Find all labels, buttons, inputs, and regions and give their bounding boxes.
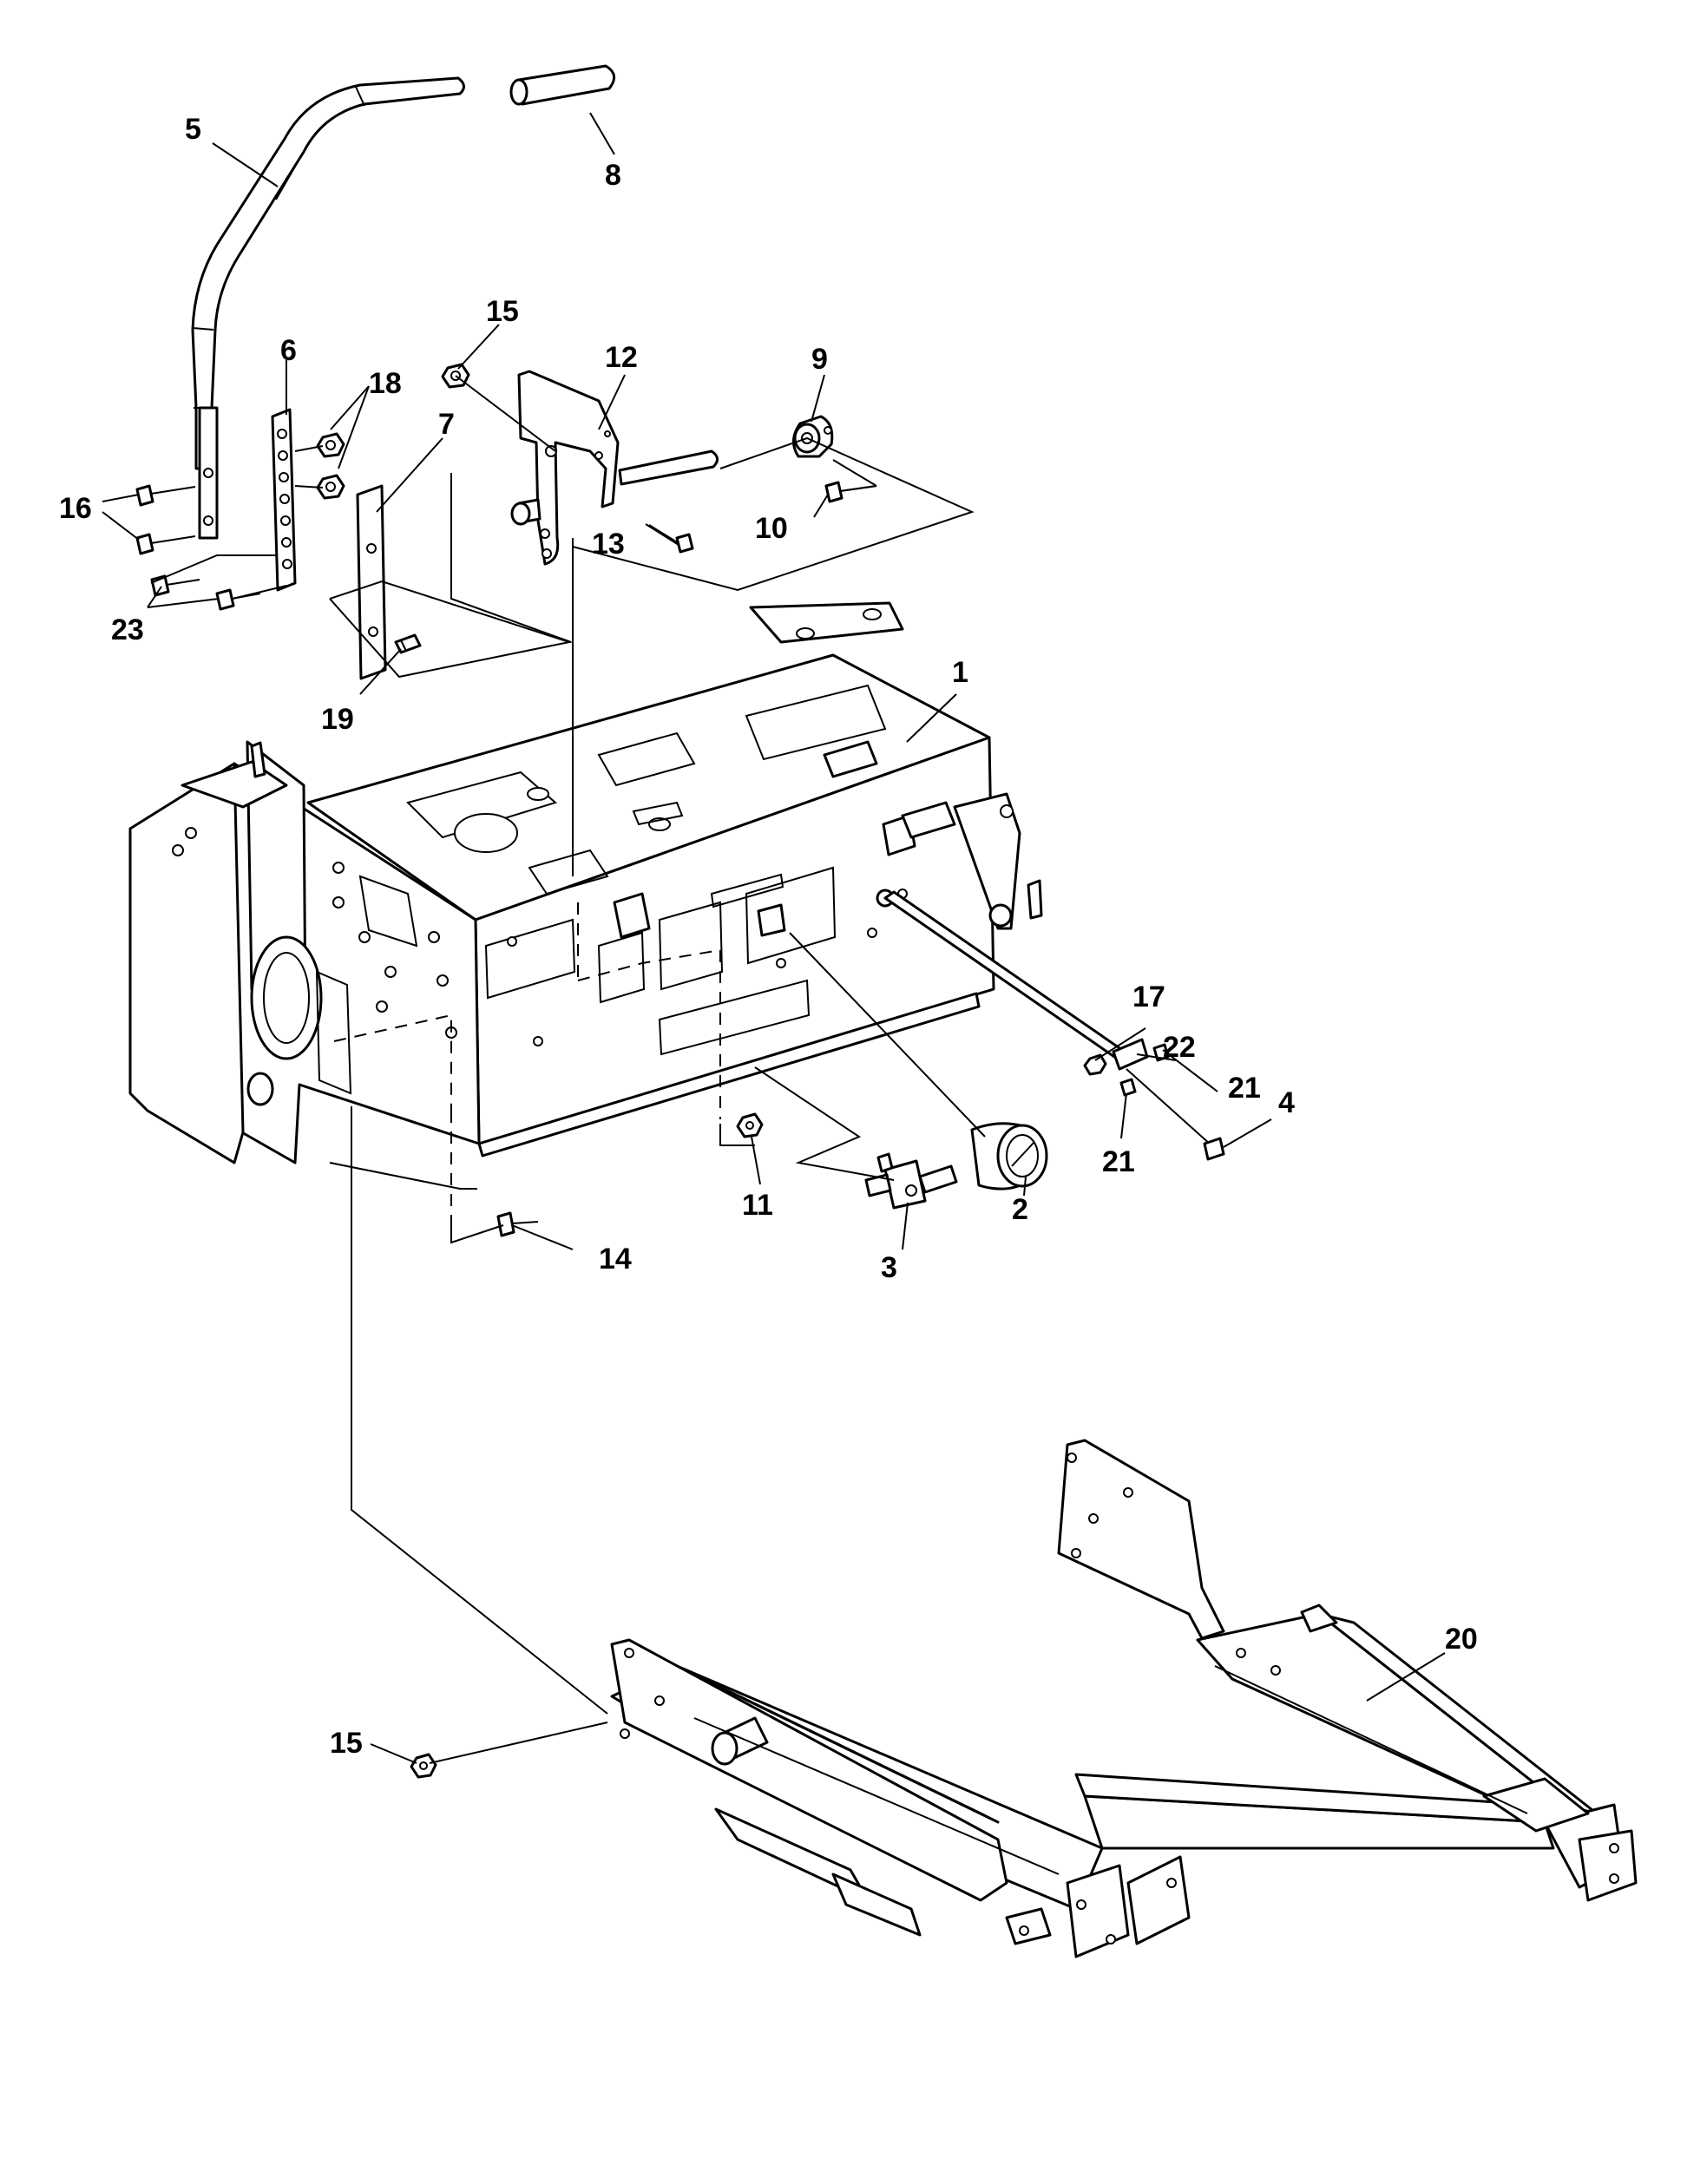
callout-20: 20	[1445, 1623, 1478, 1656]
callout-16: 16	[59, 492, 92, 525]
bolt-21b	[1119, 1078, 1137, 1097]
nut-15-bottom	[410, 1753, 437, 1779]
callout-17: 17	[1132, 981, 1165, 1013]
callout-10: 10	[755, 512, 788, 545]
part-22-plate	[1112, 1038, 1149, 1071]
part-9-bushing	[792, 415, 834, 458]
callout-3: 3	[881, 1251, 897, 1284]
part-6-strap	[271, 408, 297, 592]
part-8-grip	[509, 64, 616, 106]
bolt-4	[1203, 1137, 1225, 1161]
callout-19: 19	[321, 703, 354, 736]
bolt-13	[648, 524, 694, 554]
part-1-main-frame	[128, 601, 1043, 1164]
callout-6: 6	[280, 334, 297, 367]
assembly-guide-lines	[150, 375, 986, 1764]
part-20-lower-frame	[610, 1439, 1638, 1958]
nut-17	[1083, 1053, 1107, 1076]
part-5-handle-bar	[191, 76, 465, 540]
bolt-14	[496, 1211, 539, 1237]
nut-18a	[316, 432, 345, 458]
rod-and-hardware	[883, 890, 1225, 1161]
callout-12: 12	[605, 341, 638, 374]
bolt-16a	[135, 484, 196, 507]
callout-4: 4	[1278, 1086, 1295, 1119]
callout-9: 9	[811, 343, 828, 376]
part-2-knob	[970, 1122, 1048, 1190]
callout-23: 23	[111, 613, 144, 646]
callout-labels: 5 8 6 7 18 16 23 19 15 12 13 9 10 1 17 2…	[59, 113, 1478, 1760]
callout-22: 22	[1163, 1031, 1196, 1064]
bolt-10	[824, 481, 877, 503]
nut-11	[736, 1112, 764, 1138]
callout-2: 2	[1012, 1193, 1028, 1226]
bolt-16b	[135, 533, 196, 555]
pin-19	[394, 633, 422, 654]
callout-5: 5	[185, 113, 201, 146]
callout-15-top: 15	[486, 295, 519, 328]
callout-21-a: 21	[1228, 1072, 1261, 1105]
callout-7: 7	[438, 408, 455, 441]
callout-13: 13	[592, 528, 625, 561]
bolt-21a	[1152, 1043, 1170, 1062]
callout-1: 1	[952, 656, 968, 689]
callout-leaders	[102, 112, 1446, 1764]
part-3-switch	[864, 1152, 958, 1210]
callout-18: 18	[369, 367, 402, 400]
callout-14: 14	[599, 1243, 632, 1276]
callout-21-b: 21	[1102, 1145, 1135, 1178]
callout-11: 11	[742, 1189, 773, 1222]
part-7-bar	[356, 484, 387, 680]
callout-8: 8	[605, 159, 621, 192]
part-12-bracket	[510, 370, 719, 566]
callout-15-bottom: 15	[330, 1727, 363, 1760]
